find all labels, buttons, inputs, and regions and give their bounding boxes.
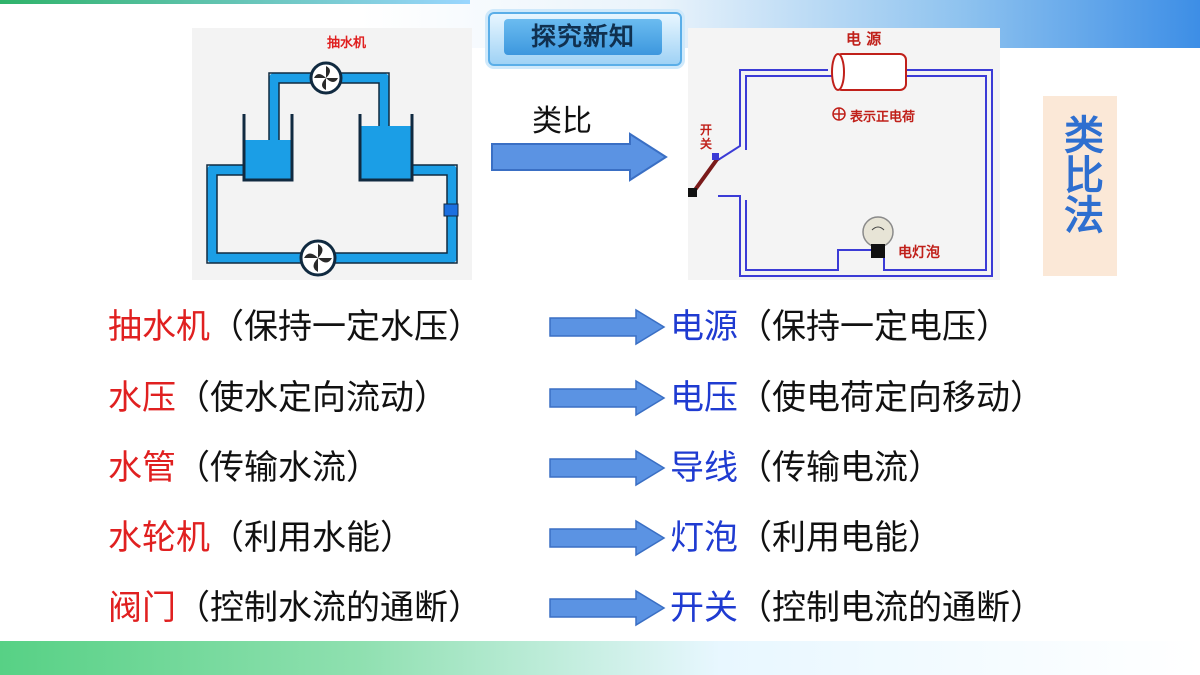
top-accent-line <box>0 0 470 4</box>
page-title: 探究新知 <box>530 22 635 51</box>
bottom-banner <box>0 641 1200 675</box>
row-arrow-icon <box>549 519 666 557</box>
electric-item: 电压（使电荷定向移动） <box>670 373 1044 423</box>
water-item: 水压（使水定向流动） <box>108 373 448 423</box>
water-term: 抽水机 <box>108 307 210 347</box>
electric-term: 灯泡 <box>670 518 738 558</box>
right-tank <box>358 114 414 182</box>
water-circuit-panel: 抽水机 <box>192 28 472 280</box>
analogy-arrow-icon <box>491 132 668 182</box>
electric-desc: （使电荷定向移动） <box>738 378 1044 418</box>
electric-circuit-diagram <box>688 53 993 277</box>
pump-label: 抽水机 <box>327 36 367 51</box>
water-item: 阀门（控制水流的通断） <box>108 583 482 633</box>
row-arrow-icon <box>549 379 666 417</box>
electric-item: 导线（传输电流） <box>670 443 942 493</box>
water-term: 水管 <box>108 448 176 488</box>
bulb-icon <box>862 216 894 258</box>
electric-term: 电源 <box>670 307 738 347</box>
electric-desc: （保持一定电压） <box>738 307 1010 347</box>
electric-circuit-panel: 电 源 表示正电荷 开关 电灯泡 <box>688 28 1000 280</box>
analogy-row-pump: 抽水机（保持一定水压） 电源（保持一定电压） <box>108 302 1108 352</box>
pump-icon <box>309 61 343 95</box>
electric-item: 电源（保持一定电压） <box>670 302 1010 352</box>
water-term: 阀门 <box>108 588 176 628</box>
water-item: 抽水机（保持一定水压） <box>108 302 482 352</box>
row-arrow-icon <box>549 589 666 627</box>
analogy-row-pressure: 水压（使水定向流动） 电压（使电荷定向移动） <box>108 373 1108 423</box>
battery-icon <box>831 53 907 91</box>
switch-icon <box>688 153 720 197</box>
electric-term: 导线 <box>670 448 738 488</box>
title-badge: 探究新知 <box>478 4 688 70</box>
water-desc: （利用水能） <box>210 518 414 558</box>
electric-desc: （传输电流） <box>738 448 942 488</box>
water-item: 水管（传输水流） <box>108 443 380 493</box>
analogy-label: 类比 <box>532 104 592 139</box>
title-badge-inner <box>504 19 662 55</box>
method-tag-text: 类比法 <box>1057 114 1103 234</box>
method-tag: 类比法 <box>1043 96 1117 276</box>
row-arrow-icon <box>549 308 666 346</box>
valve-icon <box>443 203 459 217</box>
row-arrow-icon <box>549 449 666 487</box>
turbine-icon <box>299 239 337 277</box>
analogy-row-pipe: 水管（传输水流） 导线（传输电流） <box>108 443 1108 493</box>
left-tank <box>242 114 294 182</box>
electric-item: 开关（控制电流的通断） <box>670 583 1044 633</box>
water-term: 水轮机 <box>108 518 210 558</box>
bulb-label: 电灯泡 <box>898 245 940 261</box>
electric-desc: （利用电能） <box>738 518 942 558</box>
electric-term: 开关 <box>670 588 738 628</box>
left-tank-water <box>244 140 292 180</box>
water-desc: （控制水流的通断） <box>176 588 482 628</box>
analogy-row-turbine: 水轮机（利用水能） 灯泡（利用电能） <box>108 513 1108 563</box>
power-source-label: 电 源 <box>846 30 882 48</box>
electric-term: 电压 <box>670 378 738 418</box>
positive-charge-note: 表示正电荷 <box>850 110 916 125</box>
water-term: 水压 <box>108 378 176 418</box>
water-desc: （保持一定水压） <box>210 307 482 347</box>
right-tank-water <box>360 126 412 180</box>
positive-charge-icon <box>832 107 846 121</box>
water-item: 水轮机（利用水能） <box>108 513 414 563</box>
electric-item: 灯泡（利用电能） <box>670 513 942 563</box>
water-circuit-diagram <box>206 61 459 277</box>
water-desc: （传输水流） <box>176 448 380 488</box>
analogy-row-valve: 阀门（控制水流的通断） 开关（控制电流的通断） <box>108 583 1108 633</box>
switch-label: 开关 <box>700 123 713 151</box>
electric-desc: （控制电流的通断） <box>738 588 1044 628</box>
water-desc: （使水定向流动） <box>176 378 448 418</box>
